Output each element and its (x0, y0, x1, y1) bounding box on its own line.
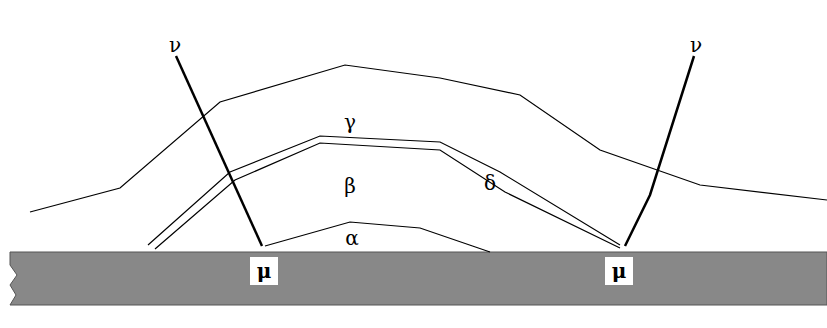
dike-label: ν (169, 35, 181, 55)
surface-line (30, 65, 827, 212)
layer-label: γ (344, 112, 356, 132)
dike-line (625, 56, 694, 246)
dike-line (176, 56, 262, 246)
layer-label: β (344, 176, 356, 196)
dike-label: ν (690, 35, 702, 55)
layer-line (265, 222, 490, 252)
layer-label: δ (484, 173, 496, 193)
layer-line (155, 143, 620, 249)
intrusion-label: μ (612, 261, 627, 281)
basement-band (10, 252, 827, 305)
layer-label: α (345, 228, 359, 248)
intrusion-label: μ (257, 261, 272, 281)
intrusion-box: μ (605, 257, 633, 285)
intrusion-box: μ (250, 257, 278, 285)
